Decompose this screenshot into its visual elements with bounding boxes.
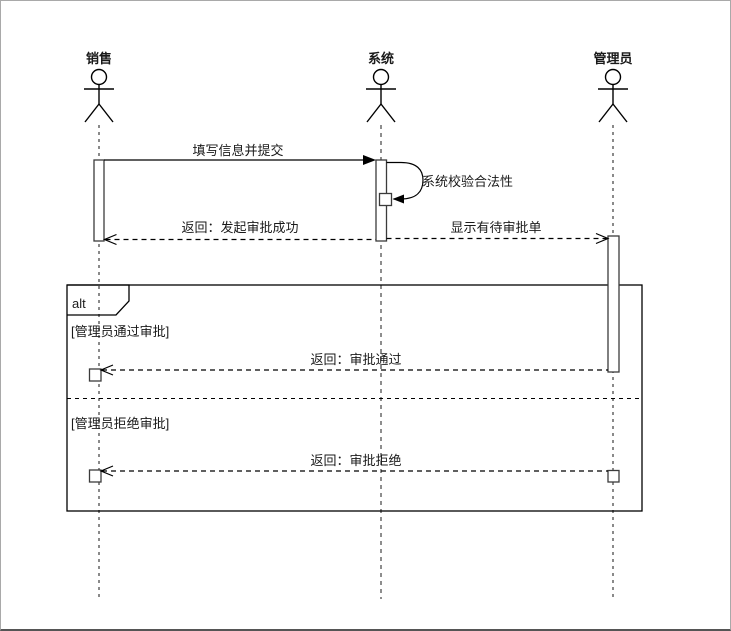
activation-admin — [607, 235, 620, 373]
activation-sales-reject — [88, 469, 102, 483]
activation-sales-approve — [88, 368, 102, 382]
activation-sales — [93, 159, 105, 242]
actor-label: 管理员 — [593, 51, 632, 66]
guard-approve-label: [管理员通过审批] — [71, 324, 169, 339]
actor-label: 销售 — [86, 51, 112, 66]
filled-arrowhead-icon — [363, 155, 376, 165]
message-label: 返回：发起审批成功 — [181, 220, 298, 235]
stick-figure-icon — [366, 68, 396, 123]
alt-operator-badge — [67, 284, 130, 316]
message-label: 显示有待审批单 — [450, 220, 541, 235]
actor-label: 系统 — [368, 51, 394, 66]
message-fill-submit: 填写信息并提交 — [104, 143, 376, 165]
message-return-initiated: 返回：发起审批成功 — [102, 220, 376, 246]
self-loop-line — [386, 161, 424, 200]
message-return-approved: 返回：审批通过 — [99, 352, 608, 376]
filled-arrowhead-icon — [392, 194, 404, 204]
stick-figure-icon — [598, 68, 628, 123]
open-arrowhead-icon — [99, 465, 114, 477]
actor-system: 系统 — [366, 51, 396, 123]
alt-operator-label: alt — [72, 296, 86, 311]
activation-admin-reject — [607, 469, 620, 483]
alt-fragment: alt [管理员通过审批] [管理员拒绝审批] — [66, 284, 643, 512]
stick-figure-icon — [84, 68, 114, 123]
message-label: 返回：审批通过 — [310, 352, 401, 367]
activation-system-self — [378, 192, 393, 207]
message-return-rejected: 返回：审批拒绝 — [99, 453, 608, 477]
guard-reject-label: [管理员拒绝审批] — [71, 416, 169, 431]
open-arrowhead-icon — [102, 233, 117, 246]
message-label: 填写信息并提交 — [192, 143, 283, 158]
message-label: 返回：审批拒绝 — [310, 453, 401, 468]
message-show-pending: 显示有待审批单 — [386, 220, 610, 245]
message-self-validate: 系统校验合法性 — [386, 161, 513, 204]
actor-sales: 销售 — [84, 51, 114, 123]
actor-admin: 管理员 — [593, 51, 633, 123]
open-arrowhead-icon — [99, 364, 114, 376]
message-label: 系统校验合法性 — [422, 174, 513, 189]
open-arrowhead-icon — [595, 232, 610, 245]
